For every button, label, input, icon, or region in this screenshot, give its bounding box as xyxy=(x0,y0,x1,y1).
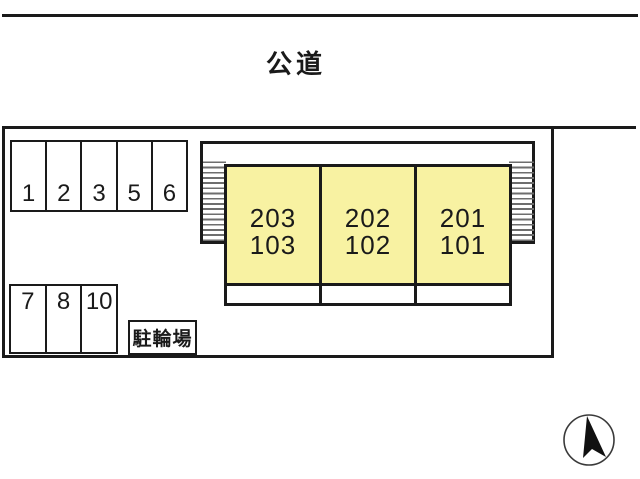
parking-space-number: 5 xyxy=(127,180,141,207)
entrance-strip-cell xyxy=(319,286,414,303)
bicycle-parking-label-box: 駐輪場 xyxy=(128,320,197,355)
parking-space-1: 1 xyxy=(12,142,45,210)
parking-space-3: 3 xyxy=(80,142,115,210)
parking-space-number: 1 xyxy=(21,180,36,207)
unit-201-101: 201 101 xyxy=(414,167,509,283)
unit-203-103: 203 103 xyxy=(227,167,319,283)
public-road-label: 公道 xyxy=(265,49,326,79)
unit-number-upper: 202 xyxy=(344,203,392,233)
parking-space-number: 3 xyxy=(92,180,106,207)
north-arrow-icon xyxy=(563,414,615,466)
unit-202-102: 202 102 xyxy=(319,167,414,283)
parking-space-number: 8 xyxy=(56,288,71,315)
stairs-hatch-left xyxy=(203,158,226,244)
entrance-strip-cell xyxy=(414,286,509,303)
unit-number-upper: 201 xyxy=(439,203,487,233)
parking-space-5: 5 xyxy=(115,142,151,210)
unit-number-lower: 103 xyxy=(249,230,297,260)
parking-space-number: 6 xyxy=(162,180,177,207)
unit-number-lower: 101 xyxy=(439,230,487,260)
property-boundary xyxy=(2,126,554,358)
parking-row-bottom: 7 8 10 xyxy=(9,284,118,354)
parking-space-10: 10 xyxy=(80,286,116,352)
unit-number-lower: 102 xyxy=(344,230,392,260)
entrance-strip-cell xyxy=(227,286,319,303)
parking-space-number: 2 xyxy=(57,180,71,207)
unit-number-upper: 203 xyxy=(249,203,297,233)
property-boundary-top-line xyxy=(2,126,636,129)
parking-space-number: 10 xyxy=(85,288,113,315)
building-entrance-strip xyxy=(224,286,512,306)
parking-space-number: 7 xyxy=(21,288,35,315)
building-units-row: 203 103 202 102 201 101 xyxy=(224,164,512,286)
stairs-hatch-right xyxy=(509,158,534,244)
parking-space-7: 7 xyxy=(11,286,45,352)
road-edge-line xyxy=(2,14,638,17)
parking-space-8: 8 xyxy=(44,286,81,352)
parking-row-top: 1 2 3 5 6 xyxy=(10,140,188,212)
parking-space-6: 6 xyxy=(150,142,186,210)
parking-space-2: 2 xyxy=(45,142,80,210)
